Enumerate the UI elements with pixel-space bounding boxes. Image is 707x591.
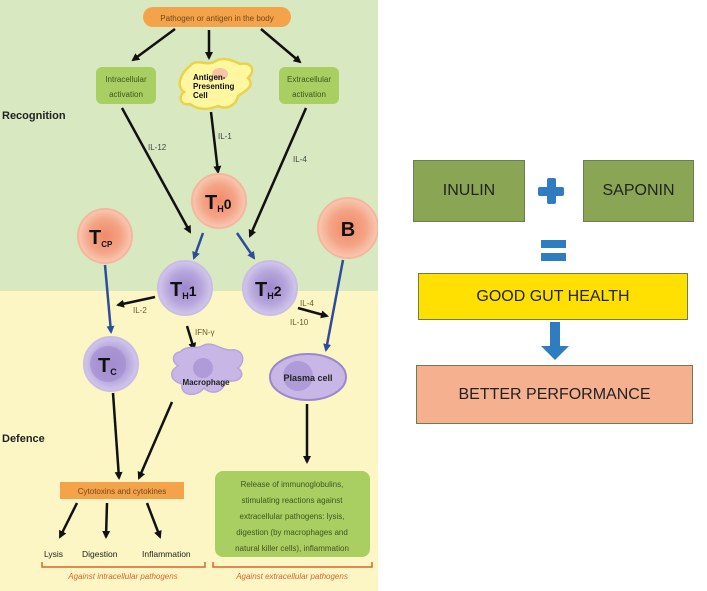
defence-label: Defence [2, 433, 45, 445]
saponin-box: SAPONIN [583, 160, 694, 222]
svg-text:TC: TC [98, 355, 117, 377]
arrow-tc-to-cytotoxins [111, 392, 123, 480]
apc-nucleus [212, 68, 228, 80]
arrow-th0-to-th2 [235, 232, 256, 260]
good-gut-health-box: GOOD GUT HEALTH [418, 273, 688, 320]
extracellular-line2: activation [292, 90, 326, 99]
arrow-th2-il4-il10 [297, 306, 329, 319]
outcome-lysis: Lysis [44, 549, 63, 559]
svg-text:TH0: TH0 [205, 192, 232, 214]
arrow-to-lysis [58, 502, 79, 539]
against-intracellular-label: Against intracellular pathogens [67, 572, 177, 581]
good-gut-health-label: GOOD GUT HEALTH [476, 287, 630, 305]
plasma-cell: Plasma cell [269, 353, 347, 401]
outcome-inflammation: Inflammation [142, 549, 191, 559]
arrow-intracellular-to-th1 [120, 107, 192, 234]
arrow-apc-to-th0 [209, 111, 222, 174]
intracellular-line1: Intracellular [105, 75, 147, 84]
il4-top-label: IL-4 [293, 155, 307, 164]
ifn-label: IFN-γ [195, 328, 215, 337]
il2-label: IL-2 [133, 306, 147, 315]
svg-text:TH1: TH1 [170, 279, 197, 301]
arrow-th1-il2 [116, 295, 156, 308]
tc-cell: TC [83, 336, 139, 392]
th2-cell: TH2 [242, 260, 298, 316]
inulin-box: INULIN [413, 160, 525, 222]
intracellular-activation-box [96, 67, 156, 104]
immunoglobulin-line3: extracellular pathogens: lysis, [240, 512, 345, 521]
immunoglobulin-line2: stimulating reactions against [242, 496, 344, 505]
extracellular-activation-box [279, 67, 339, 104]
equals-icon [541, 240, 566, 262]
immune-diagram-svg: Pathogen or antigen in the body Intracel… [0, 0, 378, 591]
arrow-th0-to-th1 [192, 232, 205, 260]
arrow-th1-to-macrophage [185, 325, 197, 351]
apc-line1: Antigen- [193, 73, 226, 82]
immunoglobulin-line4: digestion (by macrophages and [236, 528, 348, 537]
cytotoxins-box [60, 482, 184, 499]
arrow-to-inflammation [145, 502, 162, 539]
plus-icon [538, 178, 564, 204]
svg-text:TCP: TCP [89, 227, 113, 249]
arrow-extracellular-to-th2 [248, 107, 308, 238]
apc-shape [178, 57, 254, 110]
il1-label: IL-1 [218, 132, 232, 141]
arrow-tcp-to-tc [103, 264, 115, 334]
arrow-to-intracellular [131, 27, 176, 62]
inulin-label: INULIN [442, 182, 496, 199]
macrophage-cell: Macrophage [171, 343, 244, 396]
arrow-b-to-plasma [323, 259, 345, 352]
recognition-background [0, 0, 378, 291]
bracket-intracellular [41, 562, 206, 568]
immunoglobulin-line1: Release of immunoglobulins, [241, 480, 344, 489]
th0-cell: TH0 [191, 173, 247, 229]
arrow-to-extracellular [260, 28, 302, 64]
pathogen-label: Pathogen or antigen in the body [160, 14, 273, 23]
il10-label: IL-10 [290, 318, 309, 327]
il4-bottom-label: IL-4 [300, 299, 314, 308]
svg-text:TH2: TH2 [255, 279, 282, 301]
th1-cell: TH1 [157, 260, 213, 316]
svg-text:Macrophage: Macrophage [182, 378, 230, 387]
b-cell: B [317, 197, 378, 259]
intracellular-line2: activation [109, 90, 143, 99]
better-performance-box: BETTER PERFORMANCE [416, 365, 693, 424]
cytotoxins-label: Cytotoxins and cytokines [78, 487, 167, 496]
pathogen-box [143, 7, 291, 27]
down-arrow-icon [541, 322, 569, 362]
extracellular-line1: Extracellular [287, 75, 331, 84]
apc-line3: Cell [193, 91, 208, 100]
svg-text:B: B [341, 219, 355, 241]
il12-label: IL-12 [148, 143, 167, 152]
outcome-digestion: Digestion [82, 549, 118, 559]
apc-line2: Presenting [193, 82, 234, 91]
svg-text:Plasma cell: Plasma cell [283, 373, 332, 383]
tcp-cell: TCP [77, 208, 133, 264]
better-performance-label: BETTER PERFORMANCE [458, 385, 651, 403]
recognition-label: Recognition [2, 110, 66, 122]
bracket-extracellular [212, 562, 373, 568]
arrow-to-digestion [102, 502, 111, 539]
immunoglobulin-line5: natural killer cells), inflammation [235, 544, 349, 553]
immune-response-diagram: Pathogen or antigen in the body Intracel… [0, 0, 378, 591]
arrow-macrophage-to-cytotoxins [137, 401, 174, 480]
immunoglobulin-box [215, 471, 370, 557]
saponin-label: SAPONIN [602, 182, 675, 199]
against-extracellular-label: Against extracellular pathogens [235, 572, 348, 581]
